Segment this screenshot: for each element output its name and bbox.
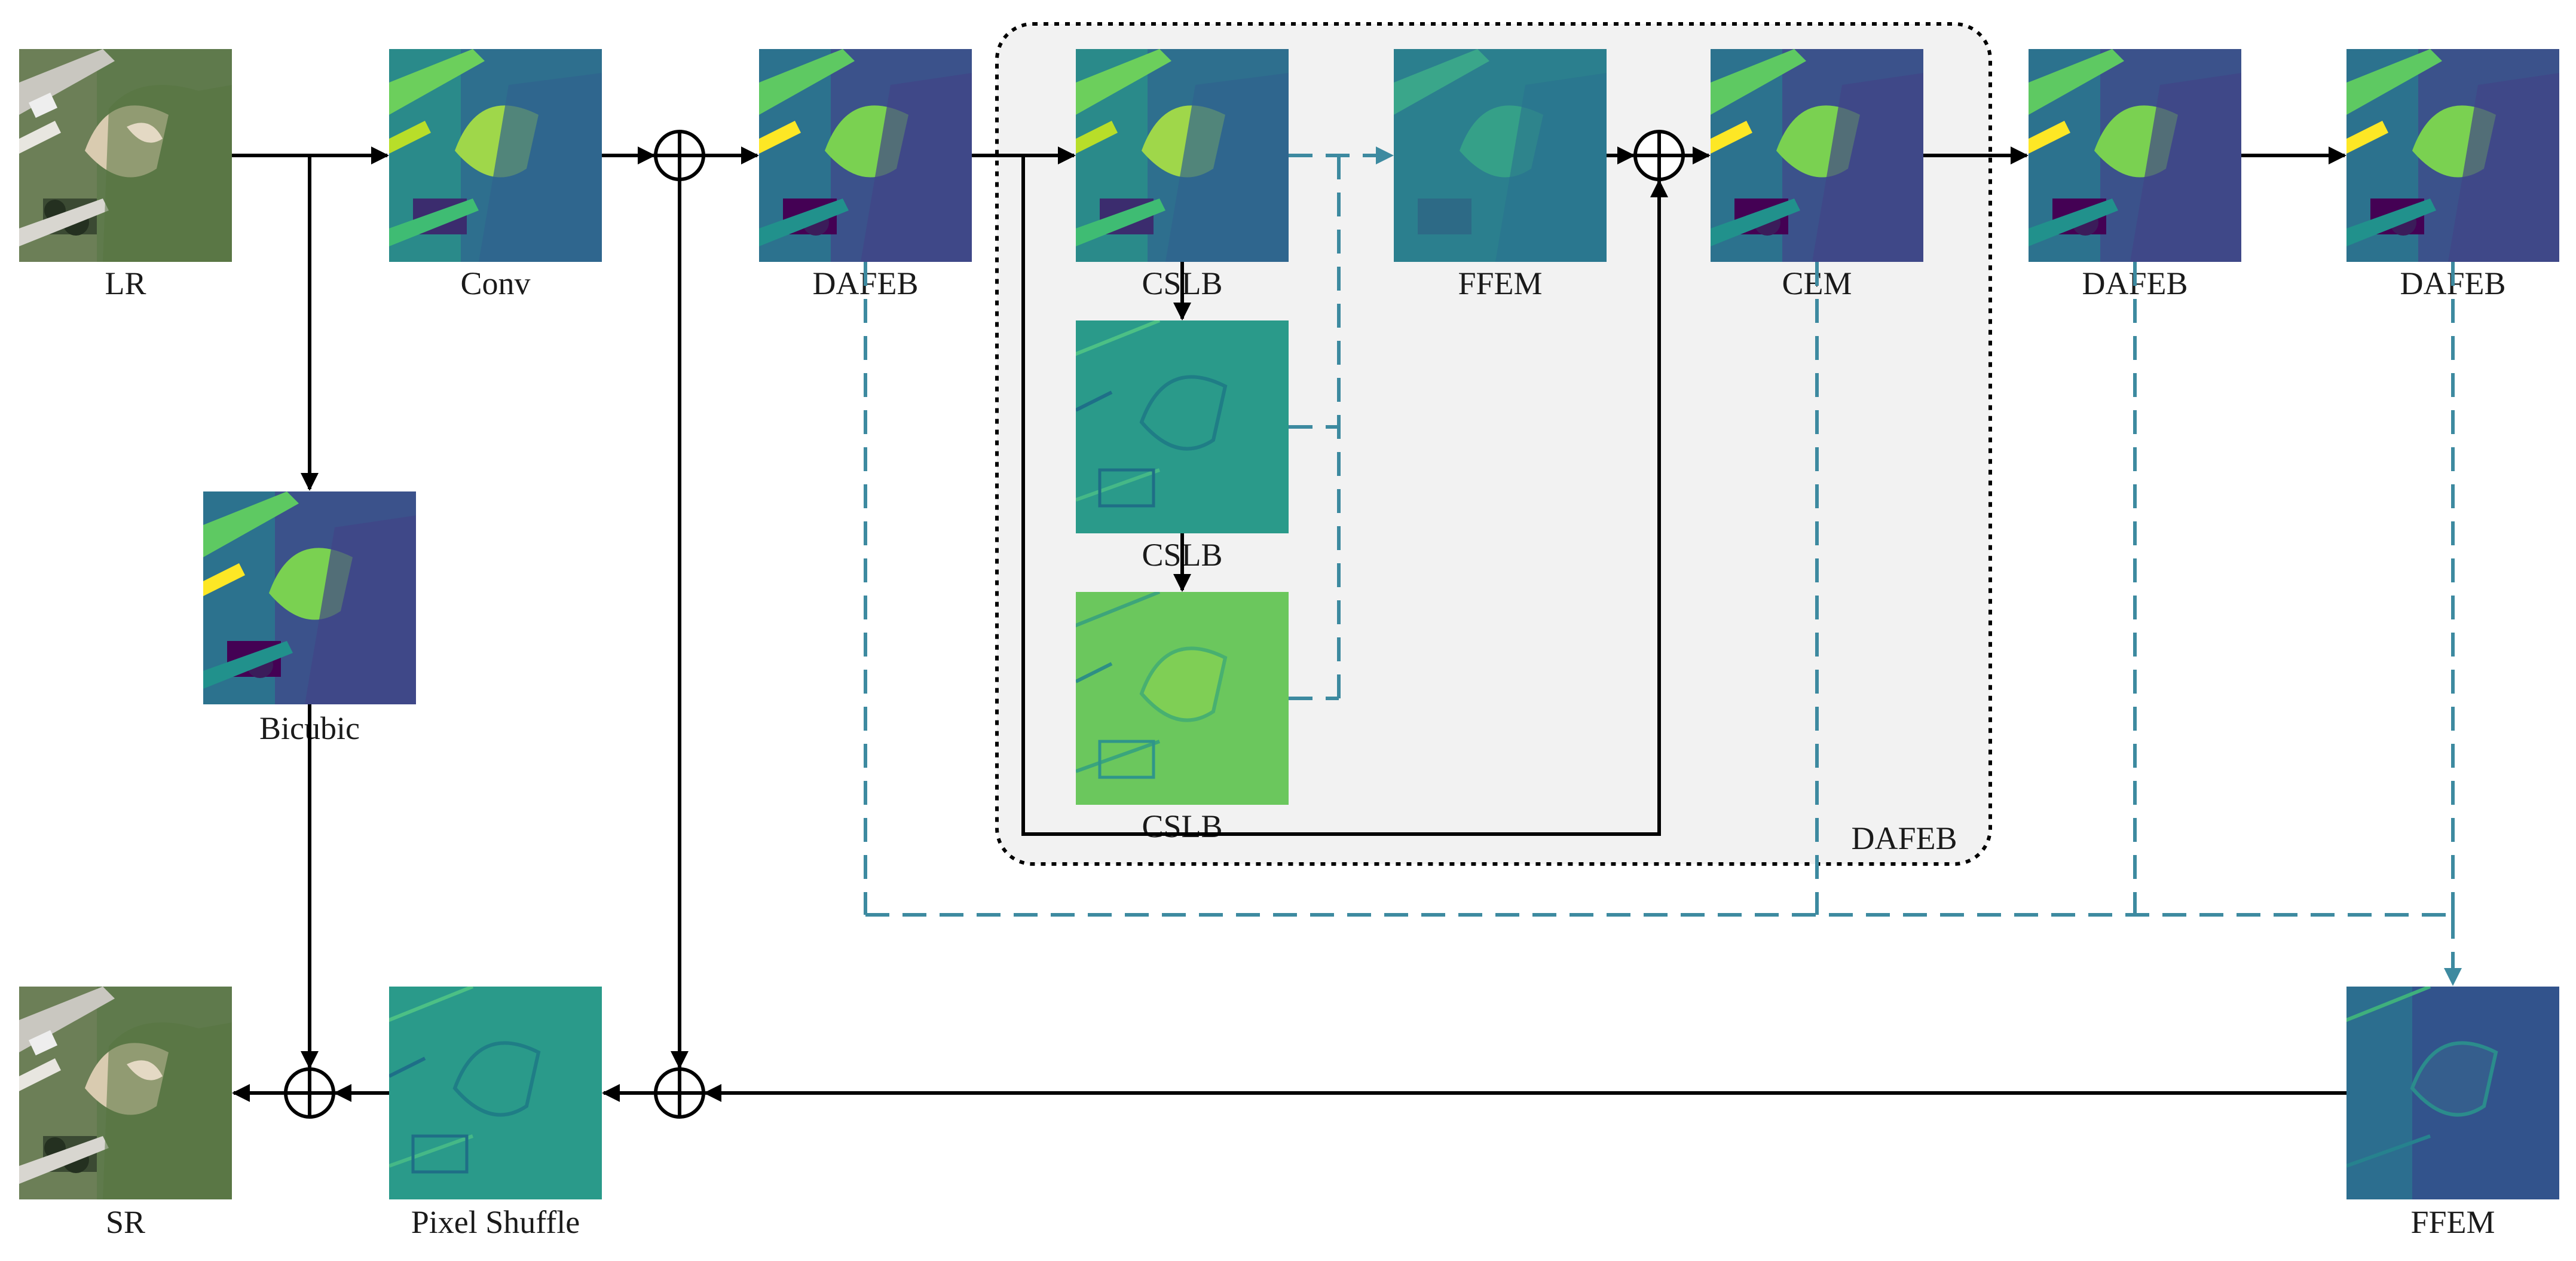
- pixel-shuffle-featuremap: [383, 987, 602, 1199]
- cslb-3-featuremap: [1070, 592, 1289, 805]
- ffem-final-label: FFEM: [2410, 1204, 2495, 1240]
- sr-image: [19, 987, 232, 1199]
- lr-image: [19, 49, 232, 262]
- sum-node-cem: [1633, 130, 1685, 181]
- pixel-shuffle-label: Pixel Shuffle: [411, 1204, 580, 1240]
- cem-featuremap: [1711, 49, 1923, 262]
- bicubic-featuremap: [203, 491, 416, 704]
- dafeb-group-label: DAFEB: [1851, 820, 1957, 856]
- ffem-inner-featuremap: [1394, 49, 1607, 262]
- ffem-final-featuremap: [2341, 987, 2559, 1199]
- conv-label: Conv: [460, 265, 530, 301]
- cslb-3-label: CSLB: [1142, 808, 1222, 844]
- dashed-connections: [864, 146, 2462, 986]
- ffem-inner-label: FFEM: [1458, 265, 1542, 301]
- lr-label: LR: [105, 265, 146, 301]
- solid-connections: [232, 146, 2346, 1102]
- sum-node-bottom-left: [284, 1067, 335, 1119]
- sum-node-bottom-right: [654, 1067, 705, 1119]
- cslb-1-featuremap: [1076, 49, 1289, 262]
- cslb-2-featuremap: [1070, 320, 1289, 533]
- dafeb-2-featuremap: [2029, 49, 2241, 262]
- sum-node-top: [654, 130, 705, 181]
- sr-label: SR: [106, 1204, 145, 1240]
- dafeb-3-featuremap: [2346, 49, 2559, 262]
- dafeb-1-featuremap: [759, 49, 972, 262]
- conv-featuremap: [389, 49, 602, 262]
